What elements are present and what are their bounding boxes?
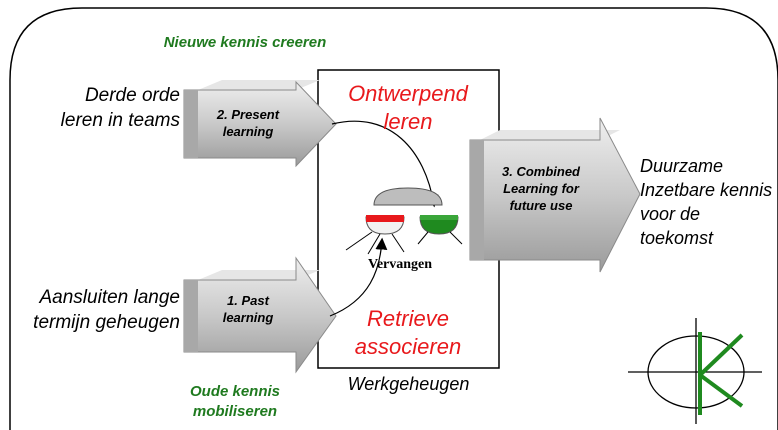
combined-learning-label: 3. Combined Learning for future use xyxy=(501,164,580,213)
swap-arc xyxy=(373,187,443,206)
green-label-top: Nieuwe kennis creeren xyxy=(163,34,327,51)
box-label-bottom: Retrieve associeren xyxy=(354,306,462,359)
left-label-bottom: Aansluiten lange termijn geheugen xyxy=(33,287,180,333)
past-learning-label: 1. Past learning xyxy=(222,293,274,325)
outer-rounded-frame xyxy=(9,7,778,430)
present-to-green-connector xyxy=(331,120,439,208)
green-node xyxy=(417,215,463,245)
box-caption: Werkgeheugen xyxy=(347,374,470,394)
combined-learning-arrow xyxy=(469,117,641,273)
present-learning-arrow xyxy=(183,80,337,168)
box-label-middle: Vervangen xyxy=(368,257,433,272)
red-node xyxy=(345,215,405,255)
k-logo xyxy=(628,318,762,424)
green-label-bottom: Oude kennis mobiliseren xyxy=(189,383,281,420)
past-to-red-connector xyxy=(329,237,388,317)
left-label-top: Derde orde leren in teams xyxy=(60,85,180,131)
working-memory-box xyxy=(317,69,500,369)
box-label-top: Ontwerpend leren xyxy=(348,81,468,134)
past-learning-arrow xyxy=(183,256,337,374)
present-learning-label: 2. Present learning xyxy=(216,107,280,139)
right-label: Duurzame Inzetbare kennis voor de toekom… xyxy=(640,156,773,248)
